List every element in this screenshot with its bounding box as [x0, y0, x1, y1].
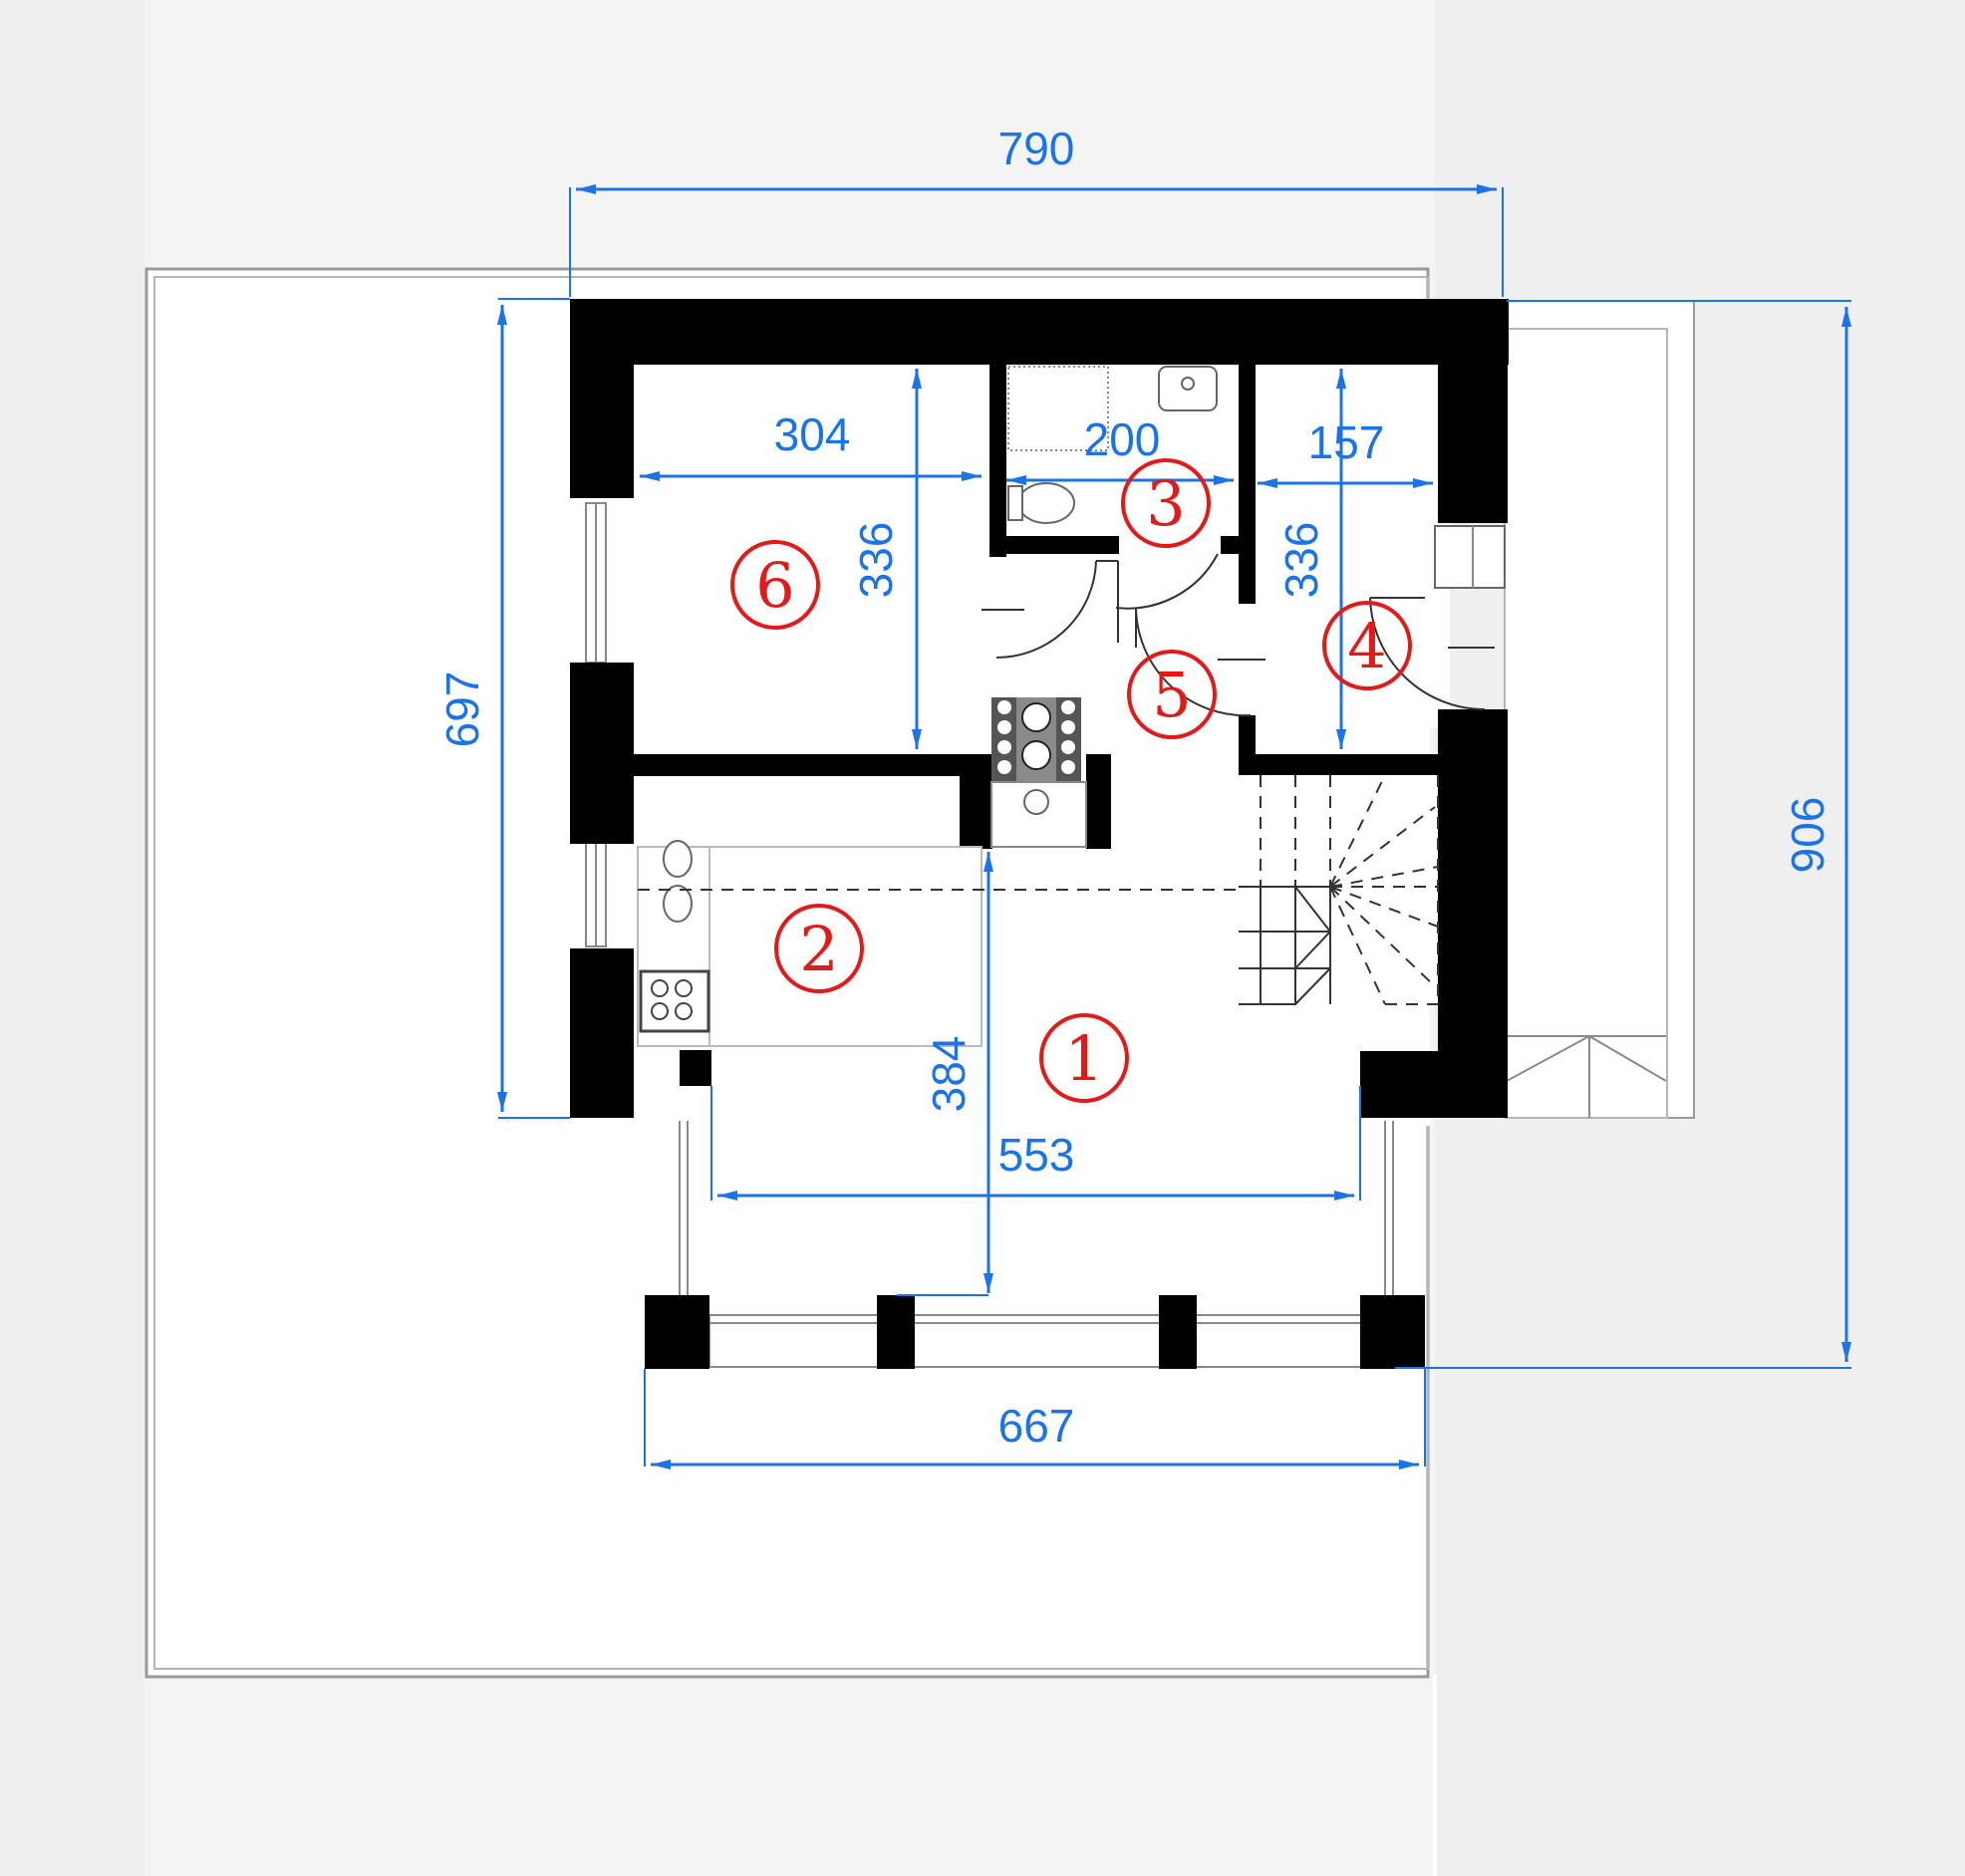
room-marker-2: 2 — [774, 904, 864, 993]
dimension-lines — [497, 184, 1851, 1470]
svg-text:6: 6 — [755, 549, 794, 622]
dim-total-depth: 697 — [436, 671, 488, 748]
svg-text:2: 2 — [799, 913, 838, 985]
side-porch — [1504, 300, 1695, 1119]
dim-room3-width: 200 — [1084, 413, 1161, 465]
kitchen-sink — [663, 840, 693, 878]
dim-room6-width: 304 — [774, 408, 851, 460]
svg-text:3: 3 — [1146, 467, 1185, 540]
staircase — [1239, 774, 1439, 1005]
fireplace — [990, 697, 1087, 848]
kitchen-fixtures — [637, 840, 1435, 1047]
dim-room4-depth: 336 — [1275, 522, 1327, 599]
dim-living-width: 553 — [998, 1129, 1075, 1181]
svg-text:5: 5 — [1152, 659, 1191, 731]
room-marker-3: 3 — [1121, 458, 1211, 548]
dim-total-width: 790 — [998, 123, 1075, 174]
dim-room6-depth: 336 — [850, 522, 902, 599]
bathroom-fixtures — [1007, 366, 1218, 524]
room-marker-1: 1 — [1039, 1013, 1129, 1103]
dim-overall-depth: 906 — [1782, 797, 1833, 874]
utility-cabinet — [1434, 525, 1506, 589]
dim-room4-width: 157 — [1308, 416, 1385, 468]
room-marker-6: 6 — [730, 540, 820, 630]
svg-text:4: 4 — [1347, 610, 1386, 682]
toilet — [1017, 482, 1075, 524]
svg-text:1: 1 — [1064, 1022, 1103, 1095]
room-marker-4: 4 — [1322, 601, 1412, 690]
dim-bottom-width: 667 — [998, 1400, 1075, 1452]
walls — [570, 299, 1509, 1369]
doors — [982, 553, 1495, 717]
shower-tray — [1007, 366, 1109, 451]
dim-living-depth: 384 — [923, 1036, 975, 1113]
room-marker-5: 5 — [1127, 650, 1217, 739]
left-windows — [585, 502, 607, 947]
porch-roof-lines — [1506, 1034, 1667, 1118]
kitchen-hob — [639, 969, 710, 1033]
